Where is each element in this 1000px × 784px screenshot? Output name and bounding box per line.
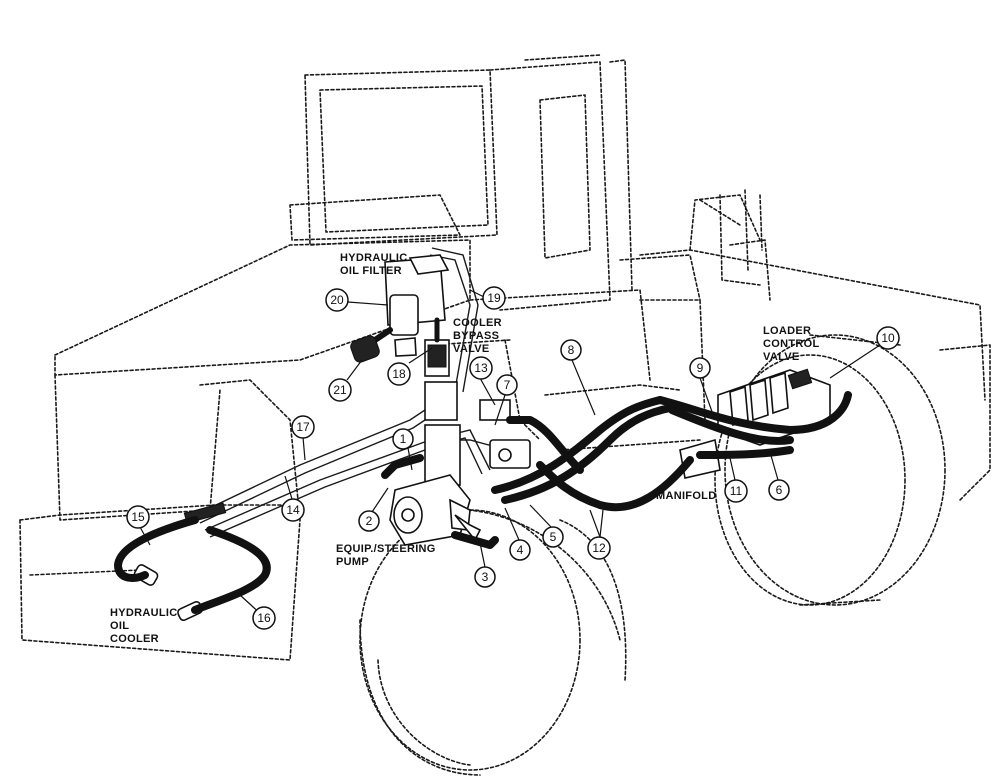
- svg-text:OIL: OIL: [110, 620, 129, 632]
- label-hydraulic-oil-cooler: HYDRAULIC OIL COOLER: [110, 607, 177, 645]
- svg-text:10: 10: [881, 331, 895, 345]
- callout-8: 8: [560, 339, 582, 361]
- svg-text:21: 21: [333, 383, 347, 397]
- callout-21: 21: [328, 378, 352, 402]
- callout-13: 13: [469, 356, 493, 380]
- svg-text:3: 3: [482, 570, 489, 584]
- label-manifold: MANIFOLD: [656, 490, 716, 502]
- svg-text:CONTROL: CONTROL: [763, 338, 819, 350]
- svg-text:VALVE: VALVE: [453, 343, 490, 355]
- svg-text:PUMP: PUMP: [336, 556, 369, 568]
- svg-text:18: 18: [392, 367, 406, 381]
- callout-2: 2: [358, 510, 380, 532]
- callout-4: 4: [509, 539, 531, 561]
- label-hydraulic-oil-filter: HYDRAULIC OIL FILTER: [340, 252, 407, 277]
- callout-7: 7: [496, 374, 518, 396]
- label-loader-control-valve: LOADER CONTROL VALVE: [763, 325, 819, 363]
- svg-text:14: 14: [286, 503, 300, 517]
- svg-text:11: 11: [730, 484, 743, 498]
- svg-text:COOLER: COOLER: [453, 317, 502, 329]
- callout-9: 9: [689, 357, 711, 379]
- svg-text:20: 20: [330, 293, 344, 307]
- svg-text:1: 1: [400, 432, 407, 446]
- label-cooler-bypass-valve: COOLER BYPASS VALVE: [453, 317, 502, 355]
- svg-text:9: 9: [697, 361, 704, 375]
- callout-1: 1: [392, 428, 414, 450]
- svg-text:VALVE: VALVE: [763, 351, 800, 363]
- callout-17: 17: [291, 415, 315, 439]
- svg-text:7: 7: [504, 378, 511, 392]
- callout-3: 3: [474, 566, 496, 588]
- svg-text:13: 13: [474, 361, 488, 375]
- svg-text:HYDRAULIC: HYDRAULIC: [110, 607, 177, 619]
- callout-5: 5: [542, 526, 564, 548]
- svg-text:5: 5: [550, 530, 557, 544]
- label-pump: EQUIP./STEERING PUMP: [336, 543, 436, 568]
- callout-12: 12: [587, 536, 611, 560]
- callout-16: 16: [252, 606, 276, 630]
- svg-text:COOLER: COOLER: [110, 633, 159, 645]
- callout-6: 6: [768, 479, 790, 501]
- equip-steering-pump: [389, 474, 482, 546]
- callout-18: 18: [387, 362, 411, 386]
- flexible-hoses: [114, 391, 852, 614]
- svg-text:LOADER: LOADER: [763, 325, 811, 337]
- svg-text:16: 16: [257, 611, 271, 625]
- svg-text:2: 2: [366, 514, 373, 528]
- svg-text:6: 6: [776, 483, 783, 497]
- svg-text:HYDRAULIC: HYDRAULIC: [340, 252, 407, 264]
- svg-text:MANIFOLD: MANIFOLD: [656, 490, 716, 502]
- svg-text:OIL FILTER: OIL FILTER: [340, 265, 402, 277]
- callout-19: 19: [482, 286, 506, 310]
- components: [133, 254, 831, 621]
- svg-text:BYPASS: BYPASS: [453, 330, 499, 342]
- svg-text:19: 19: [487, 291, 501, 305]
- callout-10: 10: [876, 326, 900, 350]
- cooler-bypass-valve: [424, 317, 461, 486]
- hydraulic-oil-filter: [350, 254, 450, 363]
- small-valve: [479, 399, 531, 469]
- svg-text:4: 4: [517, 543, 524, 557]
- callout-11: 11: [724, 479, 748, 503]
- callout-15: 15: [126, 505, 150, 529]
- svg-text:15: 15: [131, 510, 145, 524]
- callout-14: 14: [281, 498, 305, 522]
- svg-text:17: 17: [296, 420, 310, 434]
- svg-text:12: 12: [592, 541, 606, 555]
- callout-20: 20: [325, 288, 349, 312]
- svg-text:8: 8: [568, 343, 575, 357]
- svg-text:EQUIP./STEERING: EQUIP./STEERING: [336, 543, 436, 555]
